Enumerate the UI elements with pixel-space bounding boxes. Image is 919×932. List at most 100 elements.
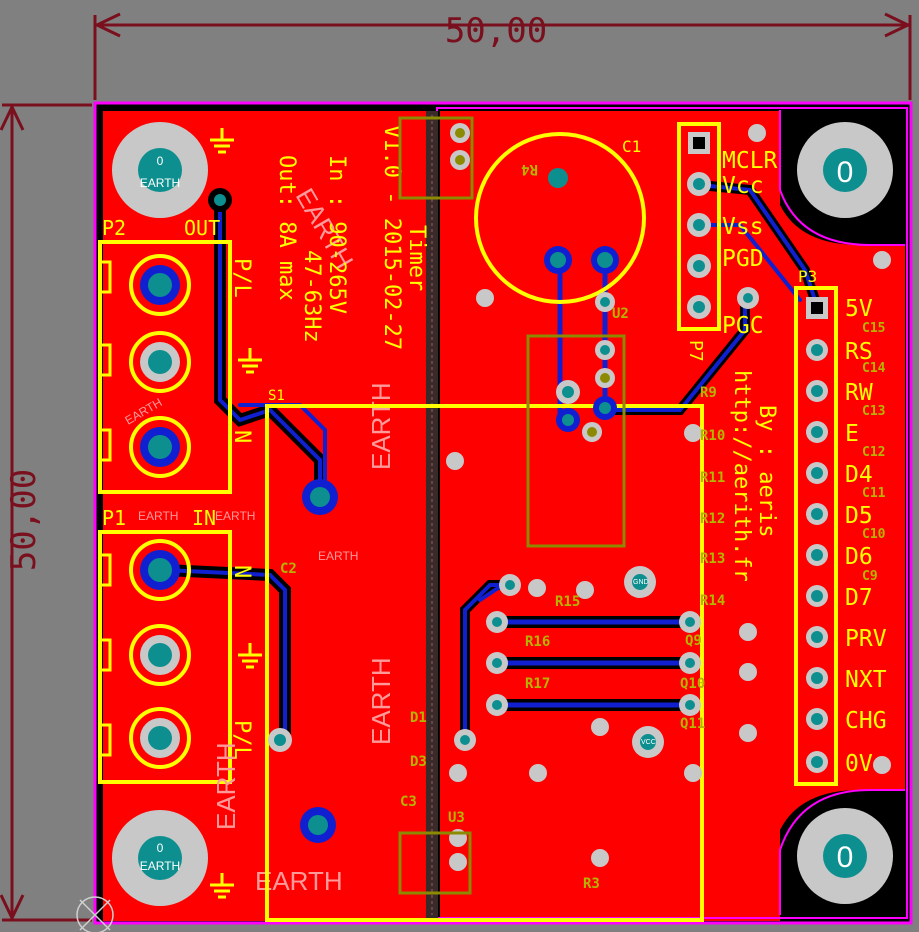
svg-text:EARTH: EARTH [211, 742, 241, 830]
c1-ref: C1 [622, 137, 641, 156]
footprint-regulator-top [398, 116, 474, 200]
ic-u2: U2 [526, 292, 629, 548]
origin-marker [76, 896, 114, 932]
silkscreen-spec: In : 90-265V 47-63Hz Out: 8A max V1.0 - … [274, 125, 779, 582]
svg-text:D1: D1 [410, 710, 427, 726]
dimension-height-label: 50,00 [4, 469, 44, 571]
svg-text:R12: R12 [700, 511, 725, 527]
svg-text:EARTH: EARTH [366, 382, 396, 470]
cutout-outline-bottom [779, 789, 905, 915]
p7-pin-vss: Vss [722, 214, 764, 240]
url-label: http://aerith.fr [729, 370, 754, 582]
footprint-u1: S1 [265, 388, 704, 922]
p1-ref: P1 [102, 506, 126, 530]
svg-text:R15: R15 [555, 594, 580, 610]
p3-pin-d7: D7 [845, 585, 873, 611]
footprint-regulator-bottom: U3 [398, 810, 472, 895]
svg-text:R3: R3 [583, 876, 600, 892]
svg-text:EARTH: EARTH [255, 866, 343, 896]
spec-output: Out: 8A max [274, 155, 299, 301]
svg-text:0: 0 [837, 841, 854, 874]
p2-label: OUT [184, 216, 220, 240]
connector-p2: P2 OUT P/L N [98, 216, 254, 494]
r4-ref: R4 [521, 161, 538, 177]
svg-text:C3: C3 [400, 794, 417, 810]
header-p7: MCLR Vcc Vss PGD PGC P7 [677, 122, 778, 362]
svg-text:0: 0 [157, 841, 164, 855]
svg-text:EARTH: EARTH [138, 509, 178, 523]
p3-pin-0v: 0V [845, 751, 873, 777]
mount-hole-bottom-right: 0 [797, 808, 893, 904]
mount-hole-bottom-left: 0 EARTH [112, 810, 208, 906]
svg-text:C15: C15 [862, 321, 885, 336]
svg-text:Q11: Q11 [680, 716, 705, 732]
copper-pour-center [440, 111, 780, 921]
dimension-width-label: 50,00 [445, 11, 547, 51]
dimension-vertical: 50,00 [0, 103, 92, 922]
svg-text:C9: C9 [862, 569, 878, 584]
capacitor-c1: C1 R4 [474, 132, 646, 304]
svg-text:0: 0 [837, 156, 854, 189]
cutout-outline-top [779, 110, 905, 246]
svg-text:R13: R13 [700, 551, 725, 567]
svg-text:R10: R10 [700, 428, 725, 444]
ground-symbols [210, 128, 262, 899]
dimension-horizontal: 50,00 [93, 11, 912, 100]
s1-ref: S1 [268, 388, 285, 404]
svg-text:C13: C13 [862, 404, 885, 419]
p7-pin-mclr: MCLR [722, 148, 778, 174]
author-label: By : aeris [754, 405, 779, 537]
pad-rows [208, 188, 701, 843]
spec-input: In : 90-265V [324, 155, 349, 314]
p3-pin-nxt: NXT [845, 667, 887, 693]
svg-text:R16: R16 [525, 634, 550, 650]
svg-text:C10: C10 [862, 527, 886, 542]
p3-pin-chg: CHG [845, 708, 887, 734]
header-p3: P3 5V RS RW E D4 D5 D6 D7 PRV NXT CHG 0V [794, 267, 887, 786]
p2-ref: P2 [102, 216, 126, 240]
svg-text:EARTH: EARTH [215, 509, 255, 523]
p3-pin-e: E [845, 421, 859, 447]
svg-text:R14: R14 [700, 593, 725, 609]
svg-text:D3: D3 [410, 754, 427, 770]
svg-text:C12: C12 [862, 445, 885, 460]
svg-text:Q9: Q9 [685, 633, 702, 649]
p1-label: IN [192, 506, 216, 530]
svg-text:C2: C2 [280, 561, 297, 577]
mount-hole-top-right: 0 [797, 122, 893, 218]
svg-text:R11: R11 [700, 470, 725, 486]
board-outline [93, 101, 913, 925]
refdes-labels: R9 R10 R11 R12 R13 R14 R15 R16 R17 Q9 Q1… [280, 321, 886, 892]
earth-labels: EARTH EARTH EARTH EARTH EARTH EARTH EART… [123, 183, 397, 896]
connector-p1: P1 IN N P/L [98, 506, 254, 784]
svg-text:R9: R9 [700, 385, 717, 401]
svg-text:EARTH: EARTH [140, 859, 180, 873]
p7-ref: P7 [685, 340, 706, 362]
svg-text:C11: C11 [862, 486, 886, 501]
p2-pin-pl: P/L [229, 258, 254, 298]
p3-ref: P3 [798, 267, 817, 286]
mount-hole-top-left: 0 EARTH [112, 122, 208, 218]
vias [446, 124, 891, 871]
svg-text:R17: R17 [525, 676, 550, 692]
pad-net-labels: GND VCC [633, 579, 656, 746]
isolation-gap [426, 111, 438, 921]
p3-pin-rs: RS [845, 339, 873, 365]
svg-text:GND: GND [633, 579, 649, 586]
p7-pin-vcc: Vcc [722, 173, 764, 199]
spec-frequency: 47-63Hz [299, 250, 324, 343]
u2-ref: U2 [612, 306, 629, 322]
p1-pin-n: N [229, 565, 254, 578]
p2-pin-n: N [229, 430, 254, 443]
p3-pin-d6: D6 [845, 544, 873, 570]
p3-pin-d5: D5 [845, 503, 873, 529]
svg-text:VCC: VCC [641, 739, 656, 746]
title-label: Timer [404, 225, 429, 291]
p1-pin-pl: P/L [229, 720, 254, 760]
p7-pin-pgd: PGD [722, 246, 764, 272]
svg-text:EARTH: EARTH [140, 176, 180, 190]
p3-pin-d4: D4 [845, 462, 873, 488]
svg-text:C14: C14 [862, 361, 886, 376]
p3-pin-prv: PRV [845, 626, 887, 652]
